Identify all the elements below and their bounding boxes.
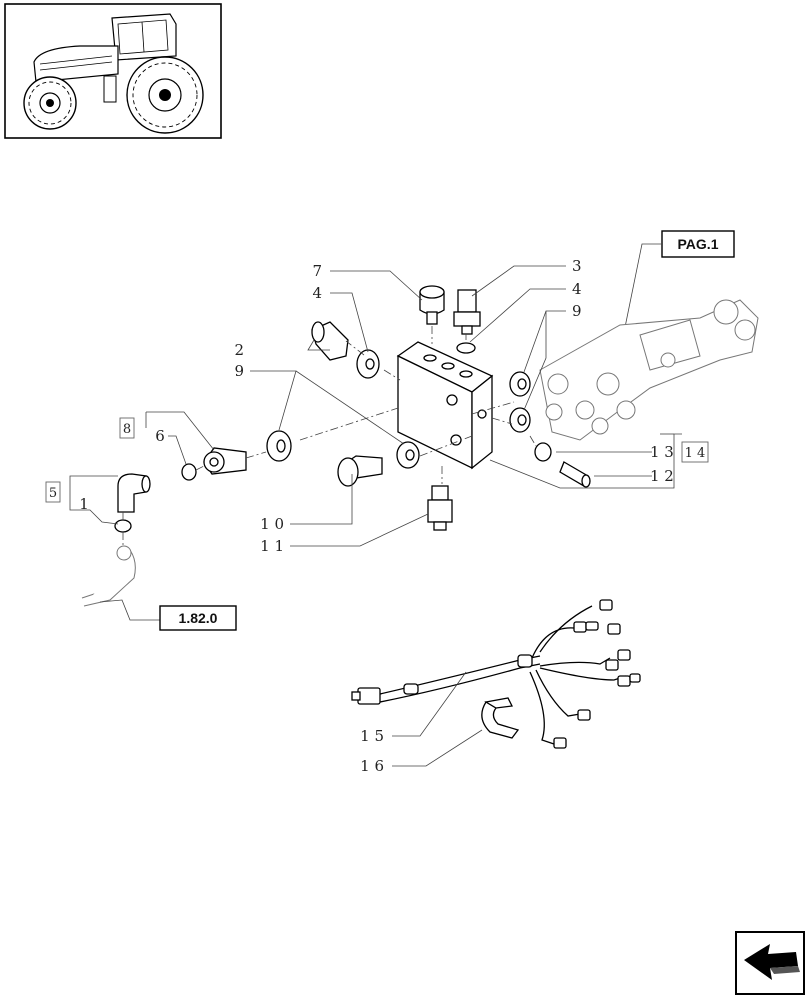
part-10-bolt — [337, 455, 383, 487]
callout-4: 4 — [572, 280, 582, 298]
figure-reference-label: 1.82.0 — [179, 610, 218, 626]
part-3-sensor — [453, 289, 481, 335]
callout-5: 5 — [49, 486, 57, 501]
hydraulic-assembly-outline — [539, 299, 759, 441]
previous-page-arrow-icon[interactable] — [735, 931, 805, 995]
callout-4: 4 — [312, 284, 322, 302]
part-12-pin — [559, 461, 591, 488]
callout-16: 1 6 — [360, 757, 384, 775]
callout-8-box: 8 — [119, 417, 135, 439]
callout-12: 1 2 — [650, 467, 674, 485]
part-1-ring — [114, 519, 132, 533]
callout-5-box: 5 — [45, 481, 61, 503]
callout-3: 3 — [572, 257, 582, 275]
callout-15: 1 5 — [360, 727, 384, 745]
tractor-thumbnail-icon[interactable] — [4, 3, 222, 139]
part-13-ring — [534, 442, 552, 462]
part-4-ring-upper — [456, 342, 476, 354]
callout-6: 6 — [155, 427, 165, 445]
callout-10: 1 0 — [260, 515, 284, 533]
part-11-fitting — [427, 485, 453, 531]
part-7-plug — [419, 285, 445, 325]
callout-14: 1 4 — [685, 446, 706, 461]
callout-9: 9 — [572, 302, 582, 320]
callout-2: 2 — [234, 341, 244, 359]
callout-11: 1 1 — [260, 537, 284, 555]
part-15-wiring-harness — [351, 599, 641, 749]
pag-reference-box[interactable]: PAG.1 — [661, 230, 735, 258]
part-2-union — [311, 321, 349, 361]
callout-9: 9 — [234, 362, 244, 380]
figure-reference-box[interactable]: 1.82.0 — [159, 605, 237, 631]
callout-1: 1 — [79, 495, 89, 513]
callout-8: 8 — [123, 422, 131, 437]
part-8-banjo-bolt — [203, 447, 247, 475]
valve-block — [396, 341, 494, 470]
callout-14-box: 1 4 — [681, 441, 709, 463]
part-6-ring — [181, 463, 197, 481]
callout-13: 1 3 — [650, 443, 674, 461]
part-16-clip — [481, 697, 520, 739]
callout-7: 7 — [312, 262, 322, 280]
part-5-elbow — [117, 473, 151, 513]
pag-reference-label: PAG.1 — [678, 236, 719, 252]
